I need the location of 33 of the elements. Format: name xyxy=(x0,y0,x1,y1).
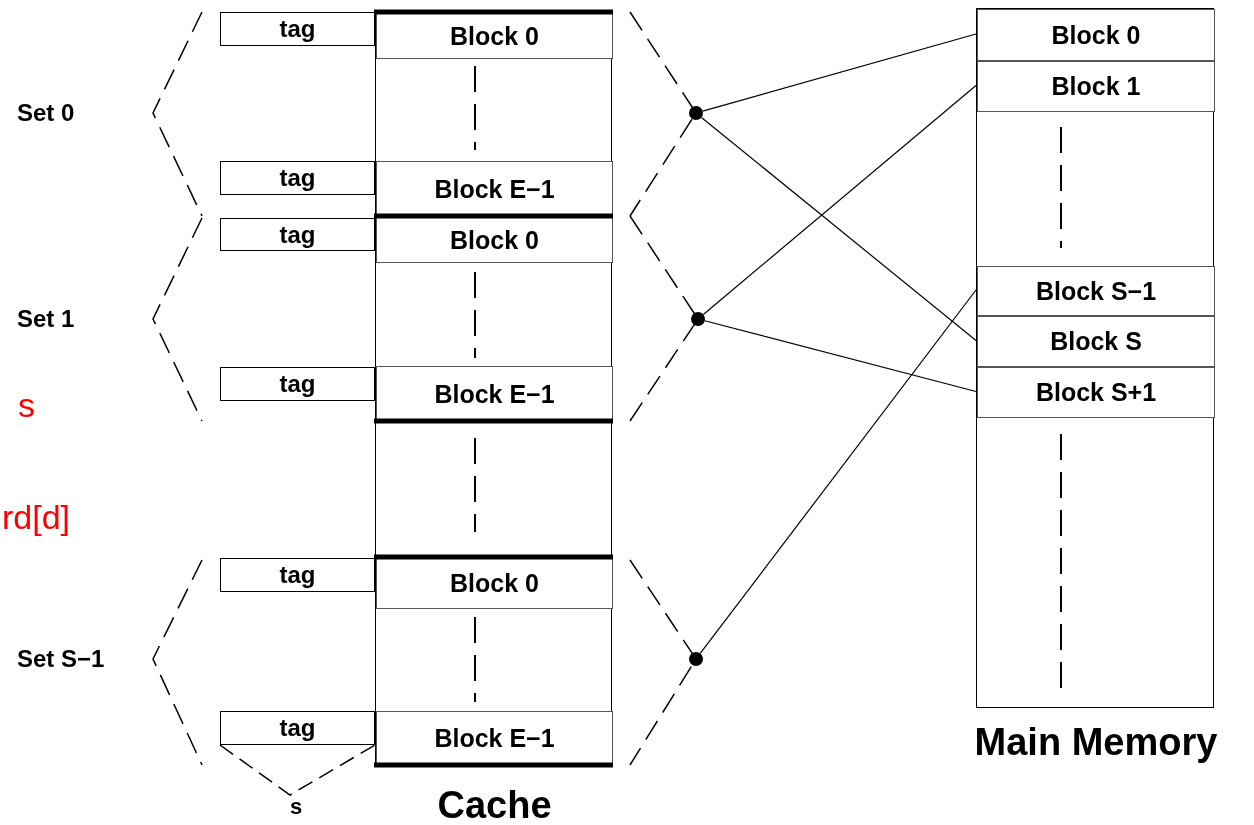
size-label: s xyxy=(290,796,303,818)
cache-block: Block 0 xyxy=(376,13,613,59)
memory-block: Block 0 xyxy=(977,9,1215,61)
main-memory-label: Main Memory xyxy=(973,723,1219,761)
set-label: Set 1 xyxy=(17,307,75,331)
connector-line xyxy=(700,116,977,342)
junction-dot xyxy=(689,106,703,120)
memory-block: Block S+1 xyxy=(977,367,1215,418)
cache-block: Block 0 xyxy=(376,558,613,609)
tag-field: tag xyxy=(220,12,375,46)
cache-label: Cache xyxy=(436,786,553,824)
note-text: rd[d] xyxy=(2,500,71,534)
cache-block: Block 0 xyxy=(376,217,613,263)
tag-field: tag xyxy=(220,711,375,745)
cache-block: Block E−1 xyxy=(376,161,613,217)
set-label: Set S−1 xyxy=(17,647,105,671)
memory-block: Block S xyxy=(977,316,1215,367)
junction-dot xyxy=(691,312,705,326)
connector-line xyxy=(704,320,977,393)
set-label: Set 0 xyxy=(17,101,75,125)
connector-line xyxy=(702,33,977,112)
note-text: s xyxy=(18,388,35,422)
cache-block: Block E−1 xyxy=(376,366,613,422)
tag-field: tag xyxy=(220,218,375,251)
junction-dot xyxy=(689,652,703,666)
tag-field: tag xyxy=(220,558,375,592)
cache-block: Block E−1 xyxy=(376,711,613,766)
tag-field: tag xyxy=(220,161,375,195)
connector-line xyxy=(699,289,977,654)
memory-block: Block S−1 xyxy=(977,266,1215,316)
memory-block: Block 1 xyxy=(977,61,1215,112)
tag-field: tag xyxy=(220,367,375,401)
connector-line xyxy=(702,84,977,316)
